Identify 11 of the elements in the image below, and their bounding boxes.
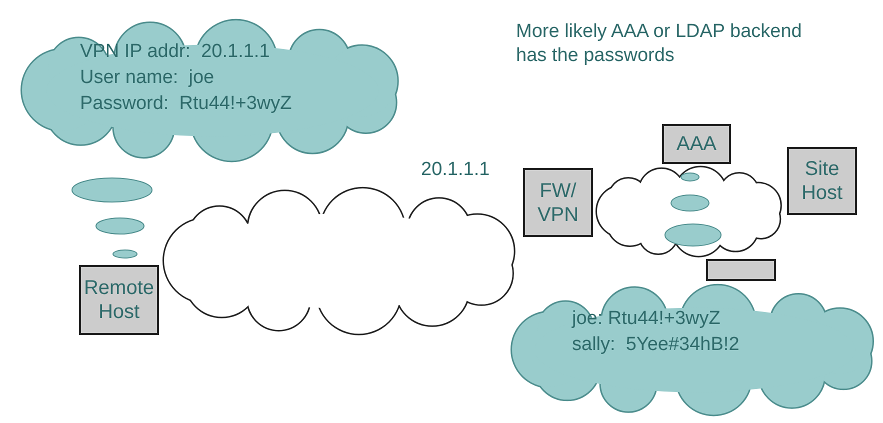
cloud-text: Password: Rtu44!+3wyZ bbox=[80, 92, 292, 116]
cloud-text: joe: Rtu44!+3wyZ bbox=[572, 307, 720, 331]
server-box: AAA bbox=[662, 124, 731, 164]
note-text: More likely AAA or LDAP backend has the passwords bbox=[516, 20, 803, 68]
host-box: Remote Host bbox=[79, 265, 159, 335]
server-box bbox=[706, 259, 776, 281]
firewall-box: FW/ VPN bbox=[523, 168, 593, 237]
cloud-text: VPN IP addr: 20.1.1.1 bbox=[80, 40, 270, 64]
cloud-text: sally: 5Yee#34hB!2 bbox=[572, 333, 740, 357]
cloud-text: User name: joe bbox=[80, 66, 214, 90]
host-box: Site Host bbox=[787, 147, 857, 215]
